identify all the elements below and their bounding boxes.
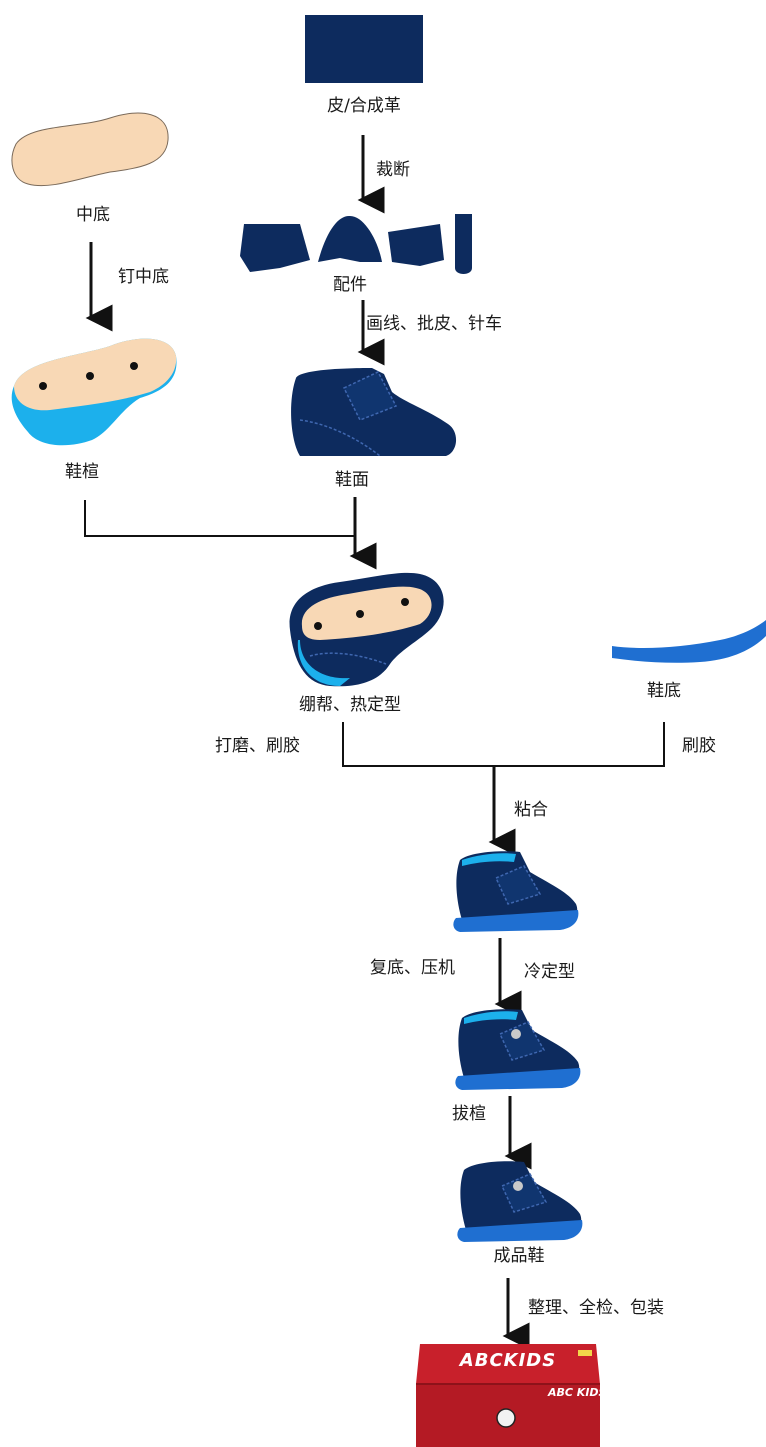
step-grind: 打磨、刷胶 [215, 736, 300, 756]
node-parts: 配件 [333, 275, 367, 295]
node-leather: 皮/合成革 [327, 96, 401, 116]
parts-pieces [240, 214, 472, 274]
step-bond: 粘合 [514, 800, 548, 820]
step-press: 复底、压机 [370, 958, 455, 978]
step-pack: 整理、全检、包装 [528, 1298, 664, 1318]
step-pull: 拔楦 [452, 1104, 486, 1124]
midsole-shape [11, 112, 169, 187]
node-sole: 鞋底 [647, 681, 681, 701]
last-shape [11, 338, 177, 446]
node-lasting: 绷帮、热定型 [299, 695, 401, 715]
node-last: 鞋楦 [65, 462, 99, 482]
sole-shape [612, 620, 766, 663]
pressed-shoe [455, 1009, 581, 1090]
lasting-shape [289, 572, 444, 687]
upper-shape [291, 368, 457, 457]
node-finished: 成品鞋 [493, 1246, 545, 1266]
connector-sole [494, 722, 665, 767]
step-cut: 裁断 [376, 160, 410, 180]
node-midsole: 中底 [76, 205, 110, 225]
step-nail: 钉中底 [118, 267, 169, 287]
box-side-logo: ABC KIDS [548, 1386, 607, 1399]
step-cool: 冷定型 [524, 962, 575, 982]
step-glue-sole: 刷胶 [682, 736, 716, 756]
leather-swatch [305, 15, 423, 83]
shoe-box [416, 1344, 600, 1447]
node-upper: 鞋面 [335, 470, 369, 490]
step-sew: 画线、批皮、针车 [366, 314, 502, 334]
connector-last [84, 500, 355, 537]
finished-shoe [457, 1161, 583, 1242]
connector-lasting [342, 722, 494, 767]
box-logo: ABCKIDS [459, 1350, 557, 1371]
bonded-shoe [453, 851, 579, 932]
